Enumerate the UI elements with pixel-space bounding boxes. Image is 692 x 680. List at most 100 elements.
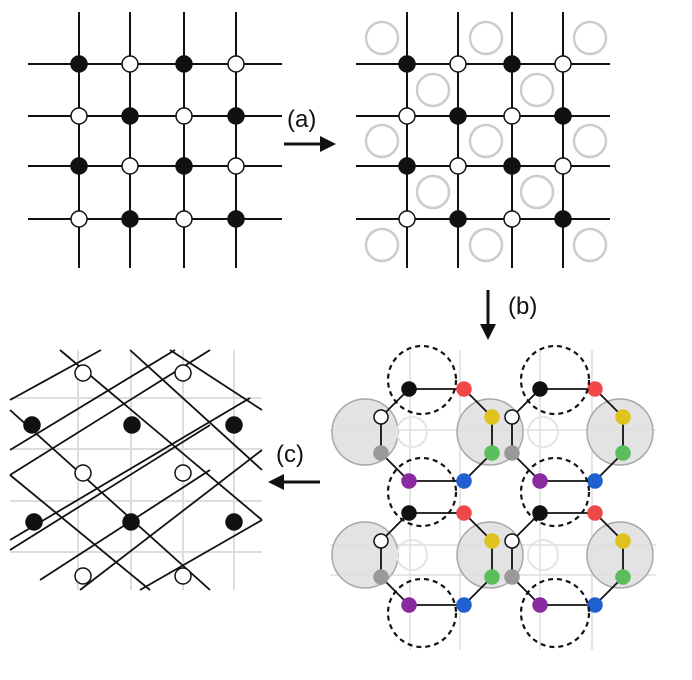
black-site <box>401 505 417 521</box>
diagonal-bond <box>59 349 263 521</box>
white-site <box>398 107 416 125</box>
green-site <box>615 569 631 585</box>
ghost-plaquette-circle <box>415 72 451 108</box>
black-site <box>225 416 243 434</box>
red-site <box>587 381 603 397</box>
square-lattice-with-plaquettes-panel <box>356 12 610 268</box>
dashed-pair-circle <box>519 456 591 528</box>
blue-site <box>456 597 472 613</box>
ghost-plaquette-circle <box>396 416 428 448</box>
diagonal-bond <box>9 409 211 591</box>
ghost-plaquette-circle <box>364 20 400 56</box>
arrow-c <box>268 474 320 490</box>
white-site <box>503 107 521 125</box>
dashed-pair-circle <box>519 344 591 416</box>
black-site <box>23 416 41 434</box>
diagonal-bond <box>9 424 211 551</box>
white-site <box>175 210 193 228</box>
black-site <box>401 381 417 397</box>
white-site <box>554 157 572 175</box>
white-site <box>175 107 193 125</box>
white-site <box>554 55 572 73</box>
black-site <box>70 157 88 175</box>
black-site <box>449 107 467 125</box>
black-site <box>121 107 139 125</box>
ghost-plaquette-circle <box>572 227 608 263</box>
ghost-plaquette-circle <box>364 123 400 159</box>
white-site <box>503 210 521 228</box>
ghost-plaquette-circle <box>364 227 400 263</box>
black-site <box>398 55 416 73</box>
dashed-pair-circle <box>386 456 458 528</box>
white-site <box>70 210 88 228</box>
ghost-plaquette-circle <box>519 174 555 210</box>
dashed-pair-circle <box>386 577 458 649</box>
grey-site <box>373 445 389 461</box>
black-site <box>122 513 140 531</box>
black-site <box>121 210 139 228</box>
black-site <box>25 513 43 531</box>
red-site <box>456 505 472 521</box>
black-site <box>227 210 245 228</box>
black-site <box>503 55 521 73</box>
yellow-site <box>615 533 631 549</box>
red-site <box>587 505 603 521</box>
purple-site <box>532 473 548 489</box>
arrow-b <box>480 290 496 340</box>
green-site <box>484 445 500 461</box>
red-site <box>456 381 472 397</box>
white-site <box>74 464 92 482</box>
diagonal-bond <box>9 349 176 451</box>
purple-site <box>401 473 417 489</box>
plaquette-bubble <box>586 398 654 466</box>
white-site <box>449 55 467 73</box>
black-site <box>532 505 548 521</box>
ghost-plaquette-circle <box>572 123 608 159</box>
white-site <box>74 567 92 585</box>
arrow-a <box>284 136 336 152</box>
white-site <box>504 533 520 549</box>
white-site <box>174 464 192 482</box>
ghost-plaquette-circle <box>527 416 559 448</box>
dashed-pair-circle <box>519 577 591 649</box>
green-site <box>484 569 500 585</box>
blue-site <box>587 473 603 489</box>
purple-site <box>532 597 548 613</box>
step-label-a: (a) <box>287 106 316 133</box>
blue-site <box>587 597 603 613</box>
black-site <box>175 157 193 175</box>
green-site <box>615 445 631 461</box>
rotated-lattice-panel <box>9 349 263 591</box>
black-site <box>503 157 521 175</box>
black-site <box>70 55 88 73</box>
grey-site <box>504 569 520 585</box>
diagonal-bond <box>169 349 263 411</box>
ghost-plaquette-circle <box>415 174 451 210</box>
black-site <box>225 513 243 531</box>
diagonal-bond <box>9 474 151 591</box>
purple-site <box>401 597 417 613</box>
white-site <box>227 55 245 73</box>
white-site <box>174 567 192 585</box>
yellow-site <box>615 409 631 425</box>
step-label-c: (c) <box>276 441 304 468</box>
white-site <box>373 533 389 549</box>
diagonal-bond <box>9 349 102 401</box>
step-label-b: (b) <box>508 293 537 320</box>
black-site <box>123 416 141 434</box>
grey-site <box>373 569 389 585</box>
black-site <box>532 381 548 397</box>
black-site <box>449 210 467 228</box>
plaquette-bubble <box>586 521 654 589</box>
black-site <box>227 107 245 125</box>
black-site <box>554 107 572 125</box>
diagonal-bond <box>79 449 263 591</box>
ghost-plaquette-circle <box>396 539 428 571</box>
decorated-octagon-lattice-panel <box>330 344 656 650</box>
white-site <box>504 409 520 425</box>
white-site <box>174 364 192 382</box>
black-site <box>398 157 416 175</box>
white-site <box>121 55 139 73</box>
ghost-plaquette-circle <box>519 72 555 108</box>
yellow-site <box>484 533 500 549</box>
